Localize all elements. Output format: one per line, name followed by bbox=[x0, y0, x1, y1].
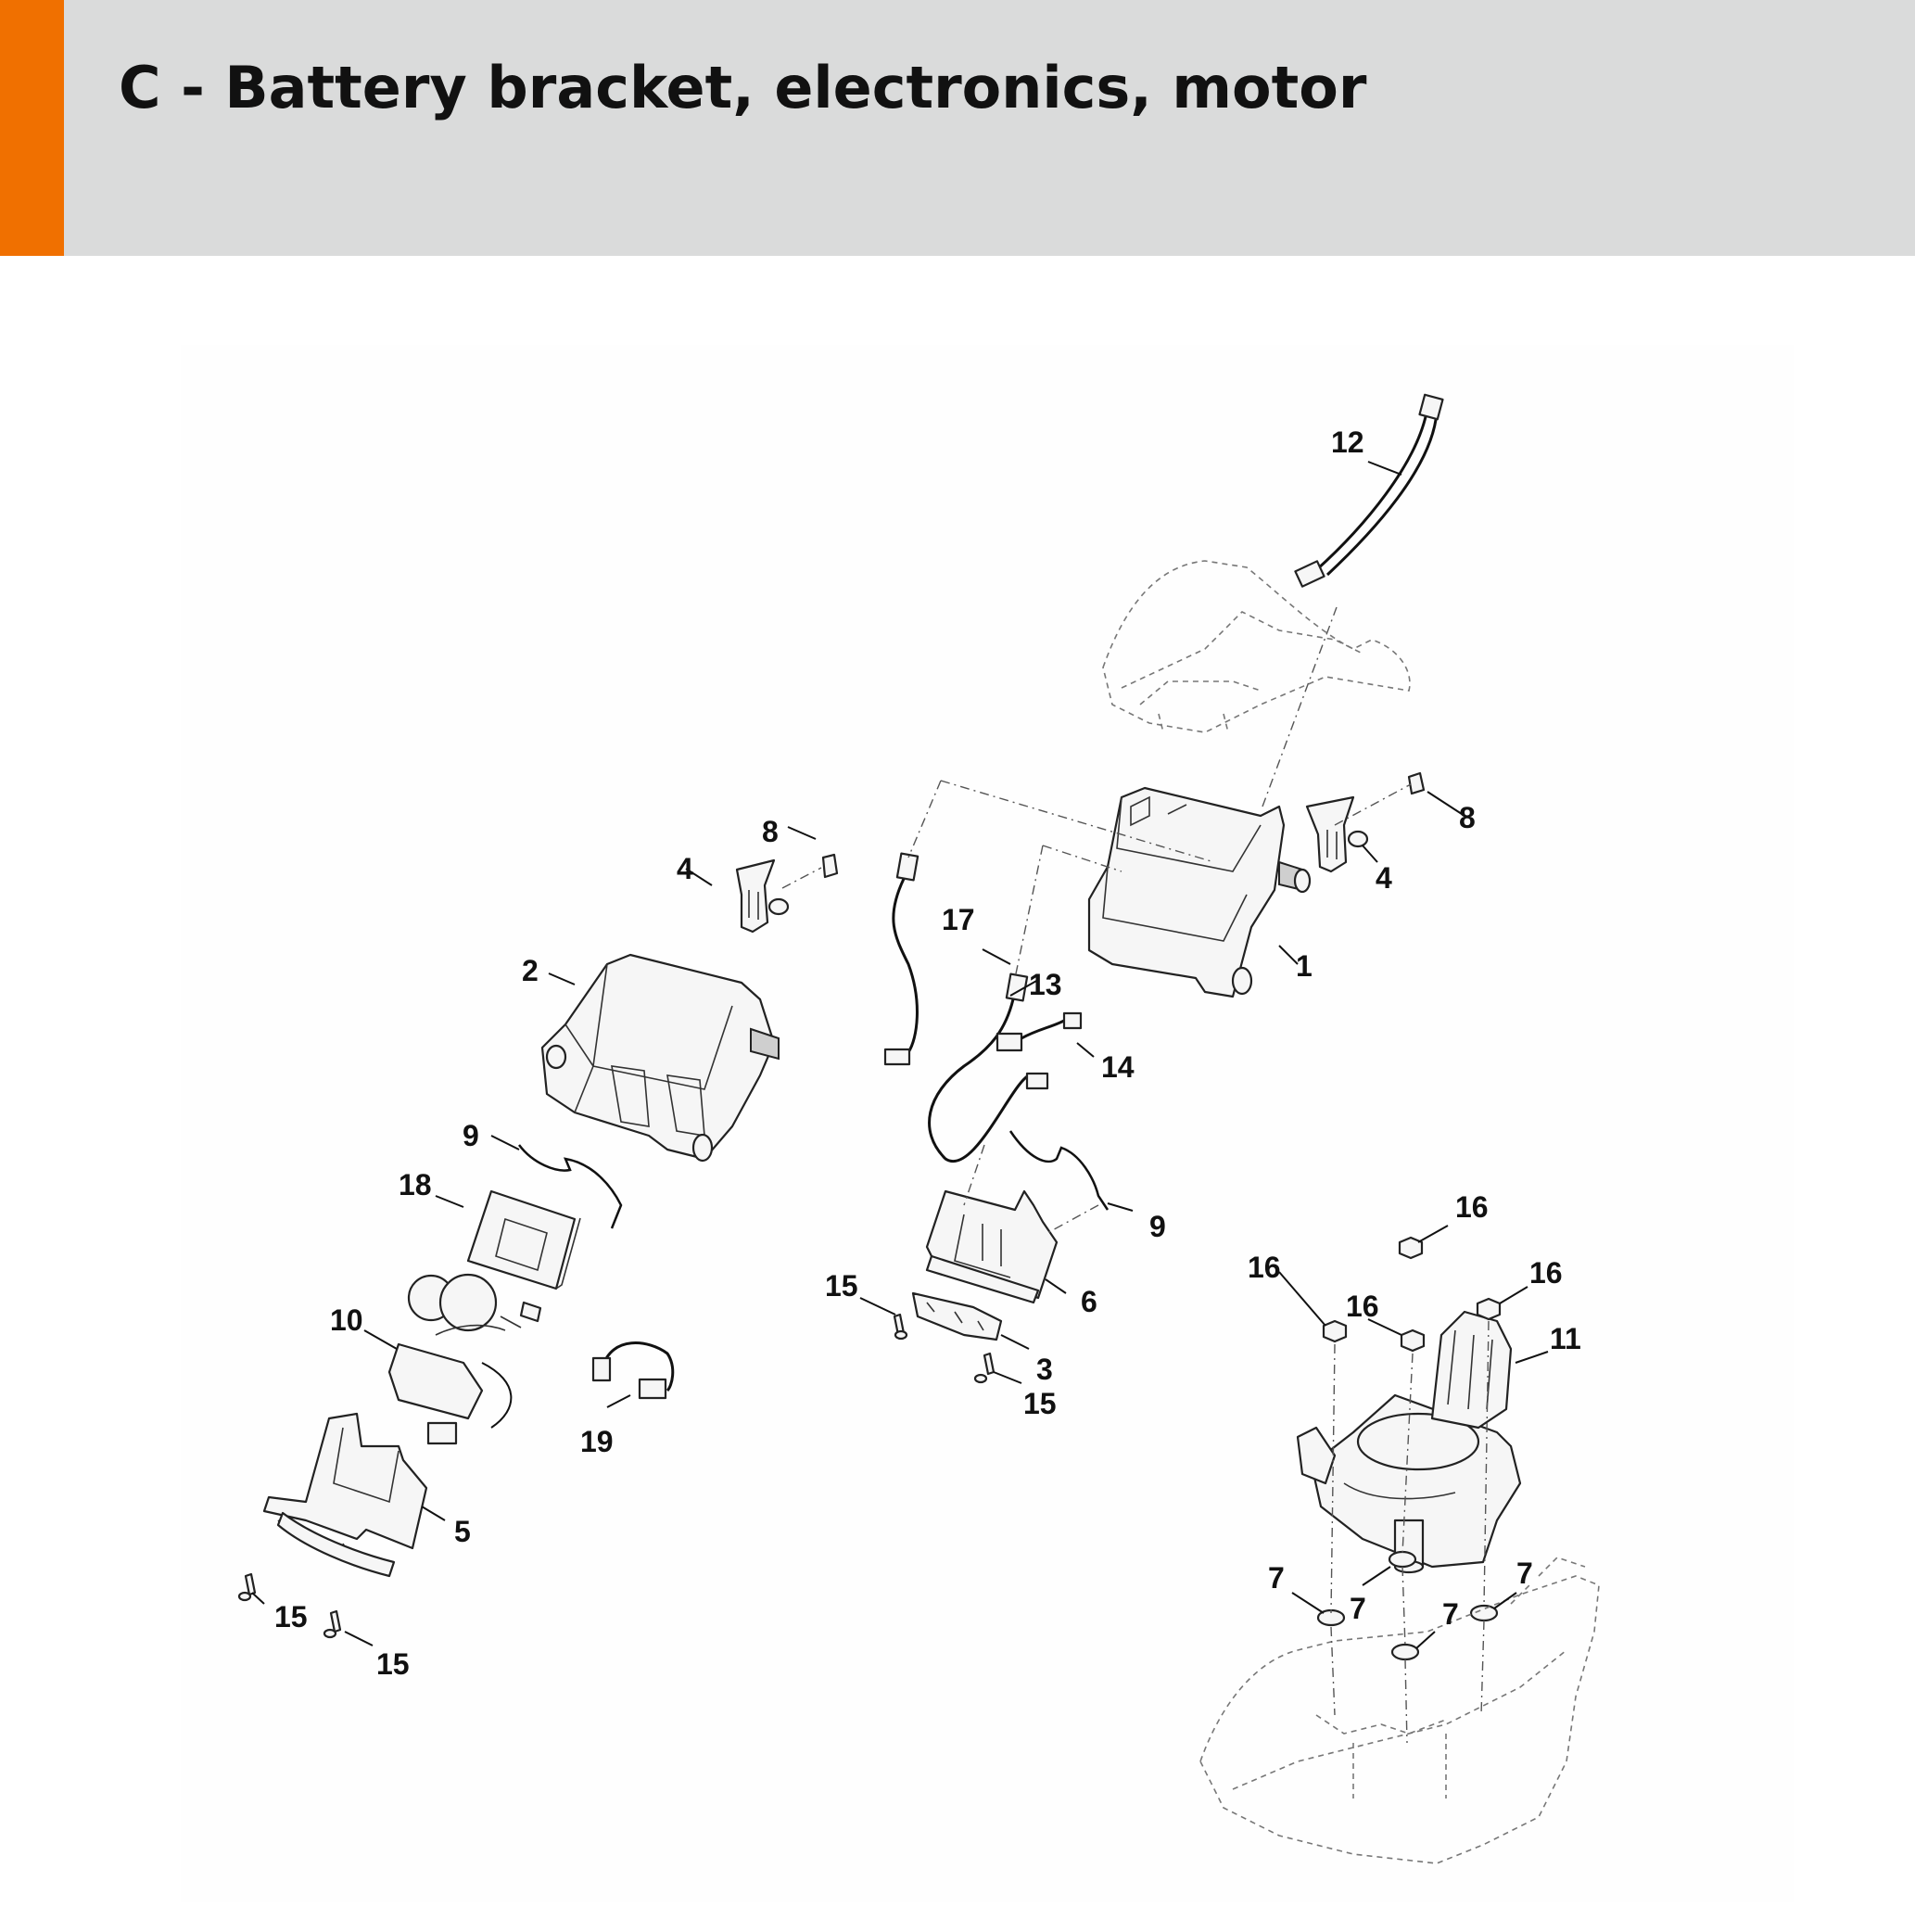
latch-4-left bbox=[735, 858, 790, 934]
callout-18: 18 bbox=[399, 1168, 432, 1201]
callout-15-d: 15 bbox=[376, 1647, 410, 1681]
screw-15-d bbox=[323, 1609, 342, 1639]
callout-17: 17 bbox=[942, 903, 975, 936]
callout-1: 1 bbox=[1296, 949, 1313, 983]
callout-11: 11 bbox=[1550, 1322, 1581, 1355]
alignment-lines bbox=[781, 606, 1490, 1744]
cover-6 bbox=[925, 1189, 1059, 1304]
nut-16-c bbox=[1400, 1328, 1426, 1353]
callout-7-c: 7 bbox=[1442, 1597, 1459, 1631]
electronics-assembly-10 bbox=[387, 1273, 542, 1445]
callout-8-left: 8 bbox=[762, 815, 779, 848]
leader-lines bbox=[251, 461, 1549, 1649]
callout-16-b: 16 bbox=[1346, 1290, 1379, 1323]
screw-15-a bbox=[893, 1313, 908, 1341]
diagram-area bbox=[181, 345, 1794, 1902]
header-accent-stripe bbox=[0, 0, 64, 256]
wiring-harness-12 bbox=[1294, 393, 1444, 588]
connector-14 bbox=[996, 1011, 1083, 1052]
battery-bracket-2 bbox=[540, 953, 780, 1163]
callout-16-a: 16 bbox=[1248, 1251, 1281, 1284]
callout-15-b: 15 bbox=[1023, 1387, 1057, 1420]
callout-4-left: 4 bbox=[677, 852, 693, 885]
callout-7-a: 7 bbox=[1268, 1561, 1285, 1595]
clip-8-left bbox=[821, 853, 839, 879]
battery-bracket-1 bbox=[1087, 786, 1312, 998]
callout-19: 19 bbox=[580, 1425, 614, 1458]
spring-9-left bbox=[518, 1144, 623, 1229]
cable-19 bbox=[591, 1341, 675, 1400]
callout-5: 5 bbox=[454, 1515, 471, 1548]
cable-17 bbox=[883, 852, 919, 1066]
header-bar: C - Battery bracket, electronics, motor bbox=[0, 0, 1915, 256]
callout-6: 6 bbox=[1081, 1285, 1097, 1318]
holder-3 bbox=[911, 1291, 1003, 1341]
latch-4-right bbox=[1305, 795, 1369, 873]
callout-8-right: 8 bbox=[1459, 801, 1476, 834]
motor-11 bbox=[1296, 1310, 1522, 1574]
callout-9-right: 9 bbox=[1149, 1210, 1166, 1243]
callout-12: 12 bbox=[1331, 426, 1364, 459]
housing-cover-ghost bbox=[1102, 560, 1411, 733]
callout-16-c: 16 bbox=[1455, 1190, 1489, 1224]
washer-7-b bbox=[1388, 1550, 1417, 1569]
screw-15-b bbox=[973, 1352, 996, 1384]
spring-9-right bbox=[1008, 1130, 1110, 1211]
callout-14: 14 bbox=[1101, 1050, 1135, 1084]
callout-15-c: 15 bbox=[274, 1600, 308, 1633]
cover-5 bbox=[262, 1412, 428, 1578]
control-board-18 bbox=[466, 1189, 581, 1290]
nut-16-b bbox=[1398, 1236, 1424, 1260]
callout-7-b: 7 bbox=[1350, 1592, 1366, 1625]
washer-7-c bbox=[1390, 1643, 1420, 1661]
page-title: C - Battery bracket, electronics, motor bbox=[119, 54, 1367, 121]
callout-7-d: 7 bbox=[1516, 1557, 1533, 1590]
callout-3: 3 bbox=[1036, 1353, 1053, 1386]
callout-labels: 12 8 4 1 17 8 4 2 13 14 9 9 18 10 5 6 3 … bbox=[274, 426, 1581, 1681]
washer-7-d bbox=[1469, 1604, 1499, 1622]
nut-16-d bbox=[1476, 1297, 1502, 1321]
screw-15-c bbox=[237, 1572, 257, 1602]
callout-15-a: 15 bbox=[825, 1269, 858, 1303]
nut-16-a bbox=[1322, 1319, 1348, 1343]
chassis-ghost bbox=[1199, 1557, 1600, 1864]
callout-4-right: 4 bbox=[1376, 861, 1392, 895]
callout-16-d: 16 bbox=[1529, 1256, 1563, 1290]
callout-13: 13 bbox=[1029, 968, 1062, 1001]
cable-13 bbox=[928, 972, 1049, 1163]
callout-9-left: 9 bbox=[463, 1119, 479, 1152]
callout-2: 2 bbox=[522, 954, 539, 987]
clip-8-right bbox=[1407, 771, 1426, 795]
callout-10: 10 bbox=[330, 1303, 363, 1337]
